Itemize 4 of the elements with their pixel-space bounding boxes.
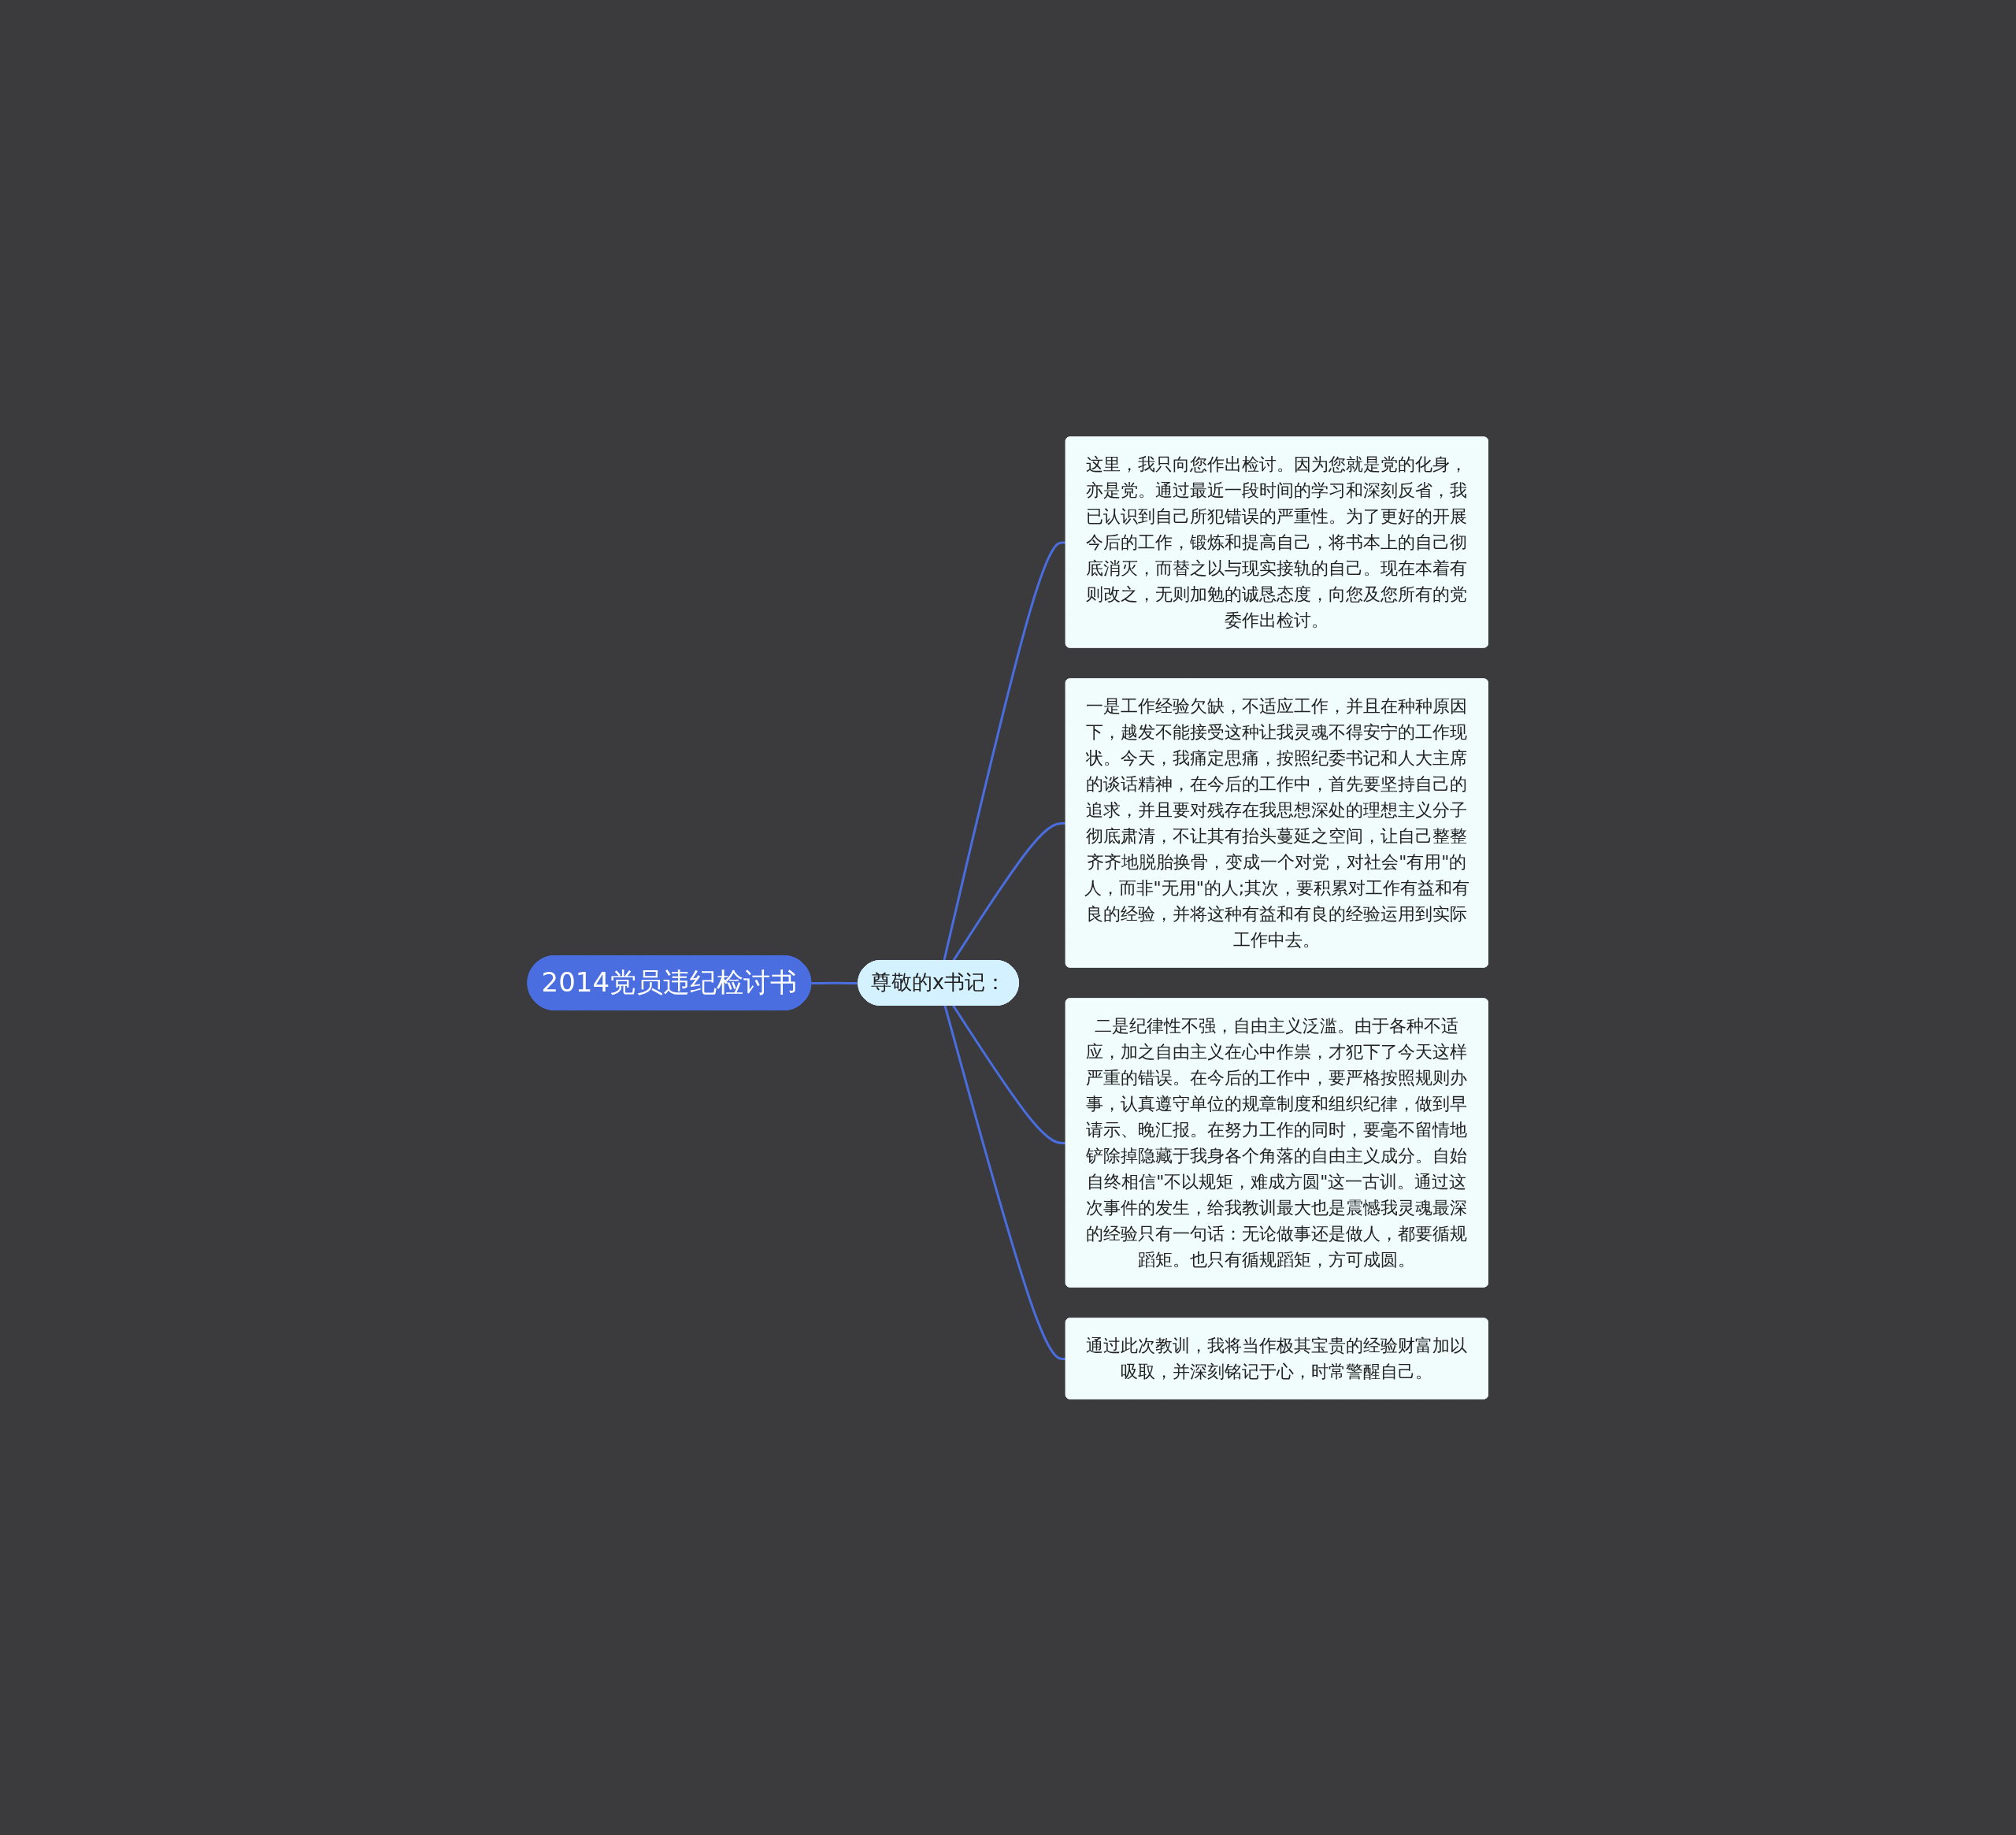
connector xyxy=(943,540,1067,961)
connector xyxy=(952,1004,1067,1144)
connector xyxy=(943,1005,1067,1360)
connector xyxy=(811,981,859,984)
